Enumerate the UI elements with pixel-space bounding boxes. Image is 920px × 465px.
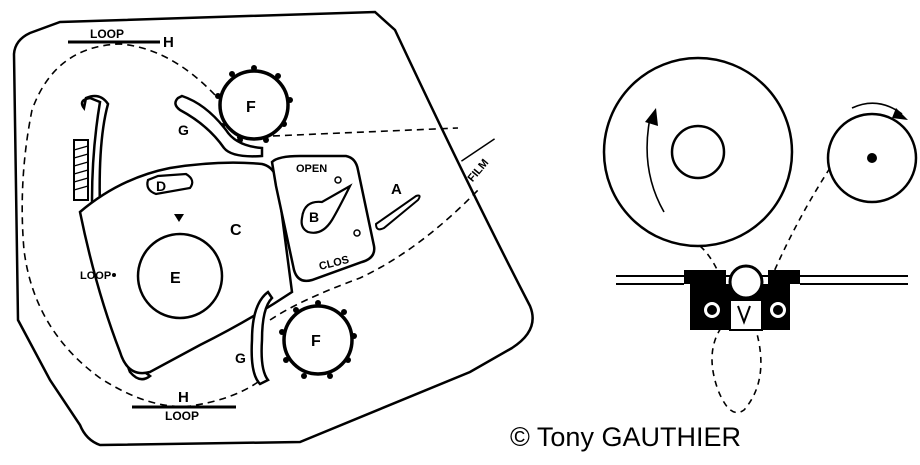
label-loop-top: LOOP (90, 27, 124, 41)
label-loop-side: LOOP (80, 270, 111, 282)
lever-b (300, 183, 353, 234)
label-e: E (170, 270, 181, 287)
upper-guide: G (174, 94, 264, 158)
label-open: OPEN (296, 163, 327, 175)
label-f-bottom: F (311, 333, 321, 350)
index-marker-icon (174, 214, 184, 222)
gate-plate: OPEN B CLOS (270, 154, 376, 283)
lower-guide: G (235, 290, 274, 386)
main-plate: D C E LOOP (78, 161, 294, 375)
copyright-text: © Tony GAUTHIER (510, 422, 741, 452)
camera-body-outline (12, 10, 534, 447)
label-h-bottom: H (178, 389, 189, 406)
label-b: B (309, 209, 319, 225)
label-a: A (391, 181, 402, 198)
label-c: C (230, 222, 242, 239)
rotation-arrow-icon (892, 108, 908, 120)
rotation-arrow-icon (645, 108, 658, 126)
label-d: D (156, 178, 166, 194)
label-g-top: G (178, 122, 189, 138)
label-film: FILM (466, 157, 492, 184)
gate-block (616, 264, 908, 331)
drum-e (136, 232, 224, 320)
bottom-loop-marker: H LOOP (132, 389, 236, 423)
film-label: FILM (460, 138, 496, 184)
supply-reel (602, 56, 794, 248)
lever-a: A (374, 181, 421, 231)
label-g-bottom: G (235, 350, 246, 366)
label-loop-bottom: LOOP (165, 409, 199, 423)
label-h-top: H (163, 34, 174, 51)
lower-sprocket: F (279, 300, 357, 379)
takeup-reel (826, 102, 918, 204)
top-loop-marker: LOOP H (68, 27, 174, 51)
label-f-top: F (246, 99, 256, 116)
upper-sprocket: F (215, 65, 293, 143)
pressure-plate-arm (73, 94, 153, 381)
